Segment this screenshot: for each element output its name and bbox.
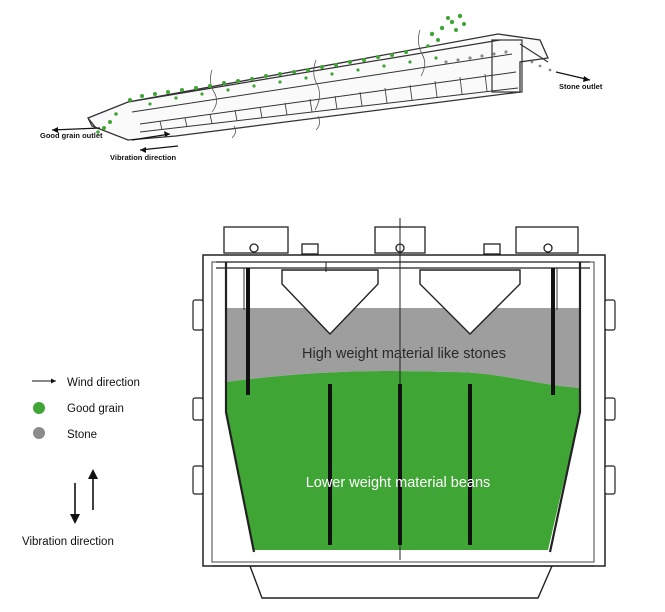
top-vibration-direction-label: Vibration direction [110, 153, 177, 162]
legend-stone-item: Stone [33, 427, 97, 441]
wind-arrow-icon [51, 378, 56, 384]
deck-stone-particles [444, 50, 552, 72]
air-flow-lines [210, 29, 426, 139]
top-outlet-boxes [223, 226, 579, 255]
green-dot-icon [33, 402, 45, 414]
hopper-funnels [281, 269, 521, 336]
vibration-arrows-top [131, 131, 179, 153]
stone-outlet-label: Stone outlet [559, 82, 603, 91]
legend-vibration-label: Vibration direction [22, 536, 114, 548]
stones-layer-label: High weight material like stones [302, 346, 506, 362]
grain-layer [226, 371, 580, 550]
inclined-deck-diagram: Good grain outlet Stone outlet Vibration… [40, 13, 603, 162]
legend-grain-label: Good grain [67, 403, 124, 415]
legend-wind-label: Wind direction [67, 377, 140, 389]
legend-grain-item: Good grain [33, 402, 124, 415]
deck-cells [159, 73, 488, 131]
vibration-arrows-icon [70, 469, 98, 524]
gray-dot-icon [33, 427, 45, 439]
bottom-trough [249, 565, 553, 599]
stone-layer [226, 308, 580, 388]
legend-stone-label: Stone [67, 429, 97, 441]
beans-layer-label: Lower weight material beans [306, 475, 491, 491]
side-brackets [192, 299, 616, 495]
good-grain-outlet-label: Good grain outlet [40, 131, 103, 140]
cross-section-diagram: High weight material like stones Lower w… [192, 218, 616, 599]
legend-wind-item: Wind direction [32, 377, 140, 389]
vertical-rods [246, 268, 555, 545]
deck-grain-particles [96, 13, 466, 134]
legend: Wind direction Good grain Stone Vibratio… [22, 377, 140, 548]
